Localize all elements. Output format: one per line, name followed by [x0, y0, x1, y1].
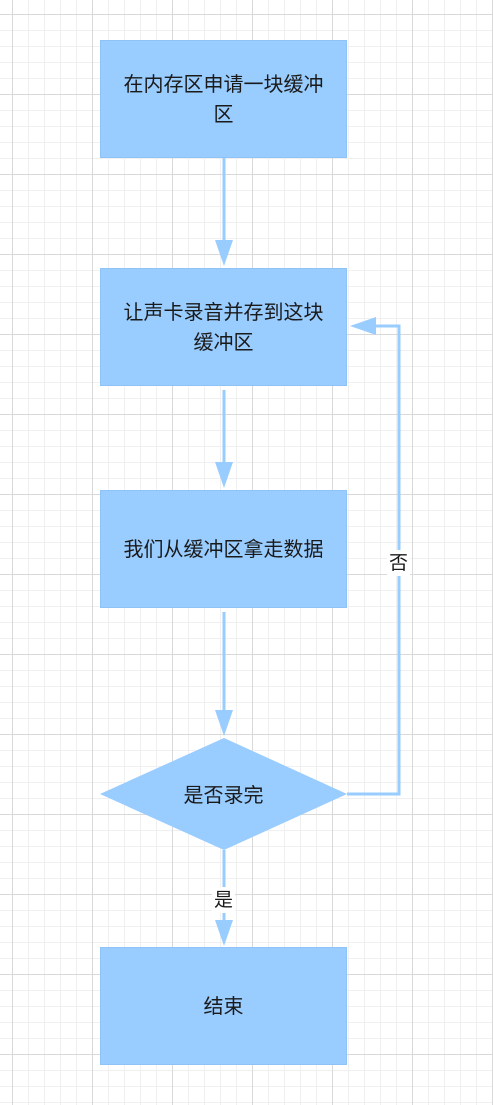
edge-label-yes: 是 [212, 887, 236, 913]
arrow-take-to-decision [215, 612, 233, 736]
node-end-label: 结束 [203, 994, 244, 1018]
arrow-allocate-to-record [215, 158, 233, 266]
edge-label-no: 否 [387, 550, 411, 576]
node-end: 结束 [100, 947, 347, 1065]
node-allocate-buffer-label: 在内存区申请一块缓冲区 [123, 72, 324, 126]
arrow-record-to-take [215, 390, 233, 488]
decision-label: 是否录完 [183, 783, 264, 807]
node-record-to-buffer: 让声卡录音并存到这块缓冲区 [100, 268, 347, 386]
node-take-data-label: 我们从缓冲区拿走数据 [123, 537, 324, 561]
node-take-data: 我们从缓冲区拿走数据 [100, 490, 347, 608]
node-record-to-buffer-label: 让声卡录音并存到这块缓冲区 [123, 300, 324, 354]
decision-diamond [100, 738, 347, 850]
node-allocate-buffer: 在内存区申请一块缓冲区 [100, 40, 347, 158]
